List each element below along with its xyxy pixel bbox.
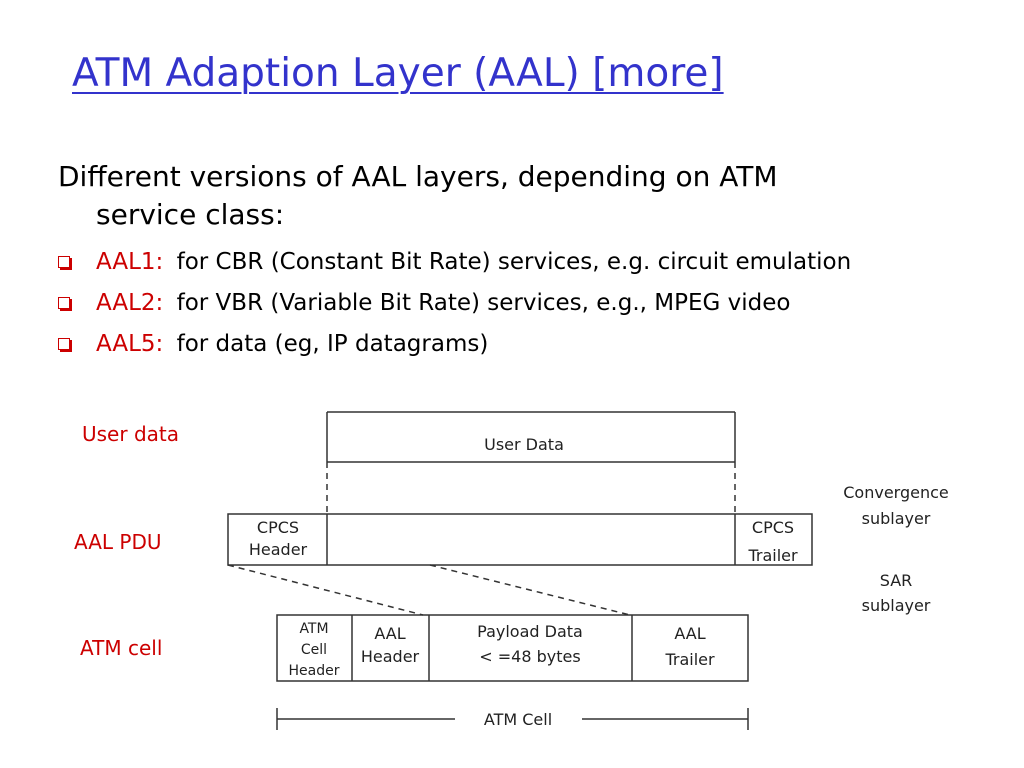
intro-line-2: service class: <box>96 198 285 231</box>
atm-cell-box <box>276 614 749 682</box>
bullet-label: AAL1: <box>96 249 164 275</box>
bullet-text: for VBR (Variable Bit Rate) services, e.… <box>176 290 791 316</box>
cpcs-header-line-2: Header <box>249 540 308 559</box>
bullet-box-icon <box>58 338 70 350</box>
atm-cell-header-line-2: Cell <box>301 642 327 658</box>
intro-text: Different versions of AAL layers, depend… <box>58 158 958 234</box>
atm-cell-label: ATM cell <box>80 636 163 660</box>
cpcs-trailer-line-1: CPCS <box>752 518 794 537</box>
aal-header-line-1: AAL <box>374 624 405 643</box>
bullet-list: AAL1: for CBR (Constant Bit Rate) servic… <box>58 244 851 367</box>
diagonal-right <box>429 564 631 616</box>
user-data-label: User data <box>82 422 179 446</box>
diagonal-left <box>227 564 424 616</box>
user-data-box-label: User Data <box>484 435 564 454</box>
intro-line-1: Different versions of AAL layers, depend… <box>58 160 778 193</box>
aal-pdu-box <box>227 513 813 566</box>
aal-header-line-2: Header <box>361 647 420 666</box>
convergence-line-1: Convergence <box>843 483 949 502</box>
aal-pdu-label: AAL PDU <box>74 530 162 554</box>
slide-title: ATM Adaption Layer (AAL) [more] <box>72 51 724 96</box>
atm-cell-span-label: ATM Cell <box>484 710 552 729</box>
atm-cell-header-line-1: ATM <box>299 621 328 637</box>
cpcs-header-line-1: CPCS <box>257 518 299 537</box>
bullet-aal5: AAL5: for data (eg, IP datagrams) <box>58 326 851 367</box>
convergence-line-2: sublayer <box>862 509 931 528</box>
sar-line-1: SAR <box>880 571 913 590</box>
payload-line-1: Payload Data <box>477 622 583 641</box>
bullet-aal1: AAL1: for CBR (Constant Bit Rate) servic… <box>58 244 851 285</box>
bullet-text: for CBR (Constant Bit Rate) services, e.… <box>176 249 852 275</box>
bullet-label: AAL5: <box>96 331 164 357</box>
bullet-text: for data (eg, IP datagrams) <box>176 331 489 357</box>
sar-line-2: sublayer <box>862 596 931 615</box>
aal-trailer-line-2: Trailer <box>664 650 715 669</box>
bullet-box-icon <box>58 297 70 309</box>
atm-cell-header-line-3: Header <box>289 663 340 679</box>
cpcs-trailer-line-2: Trailer <box>747 546 798 565</box>
bullet-aal2: AAL2: for VBR (Variable Bit Rate) servic… <box>58 285 851 326</box>
aal-trailer-line-1: AAL <box>674 624 705 643</box>
bullet-label: AAL2: <box>96 290 164 316</box>
bullet-box-icon <box>58 256 70 268</box>
payload-line-2: < =48 bytes <box>479 647 580 666</box>
